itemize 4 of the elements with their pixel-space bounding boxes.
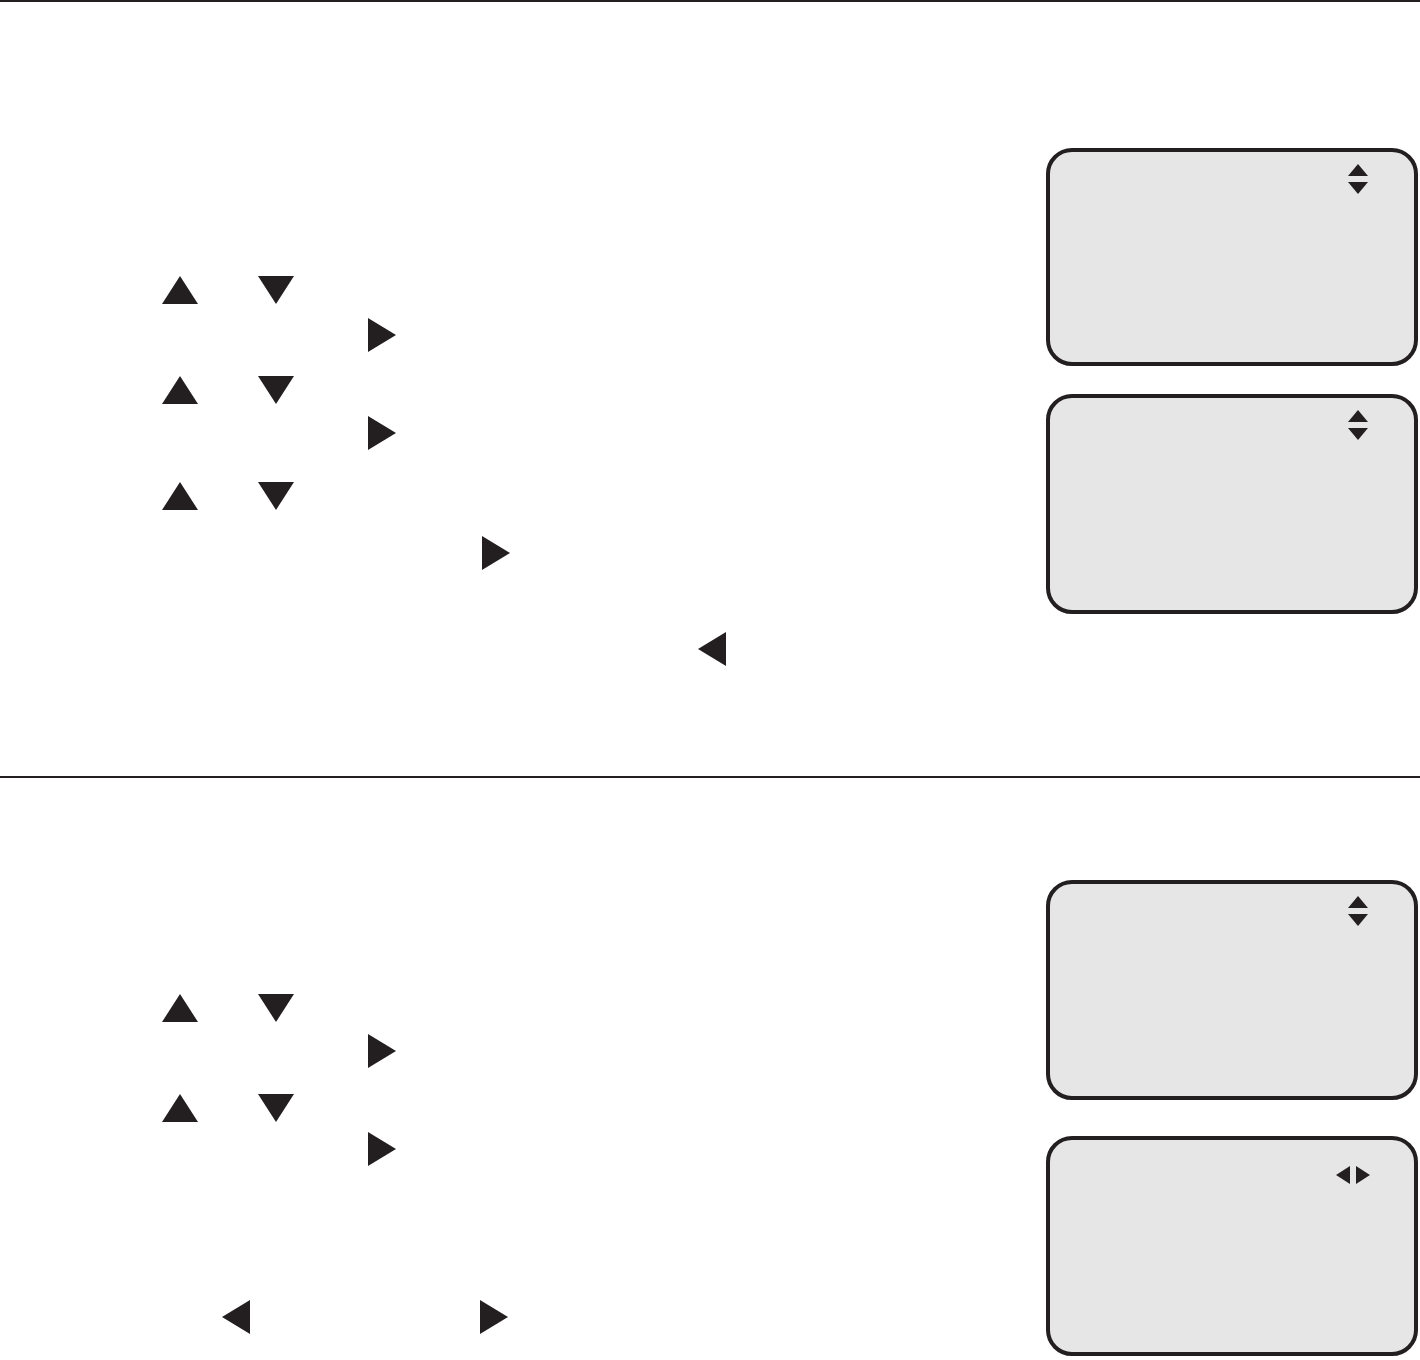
lcd-screen — [1046, 880, 1418, 1100]
lcd-screen — [1046, 394, 1418, 614]
lcd-screen — [1046, 1136, 1418, 1356]
lcd-screen — [1046, 148, 1418, 366]
